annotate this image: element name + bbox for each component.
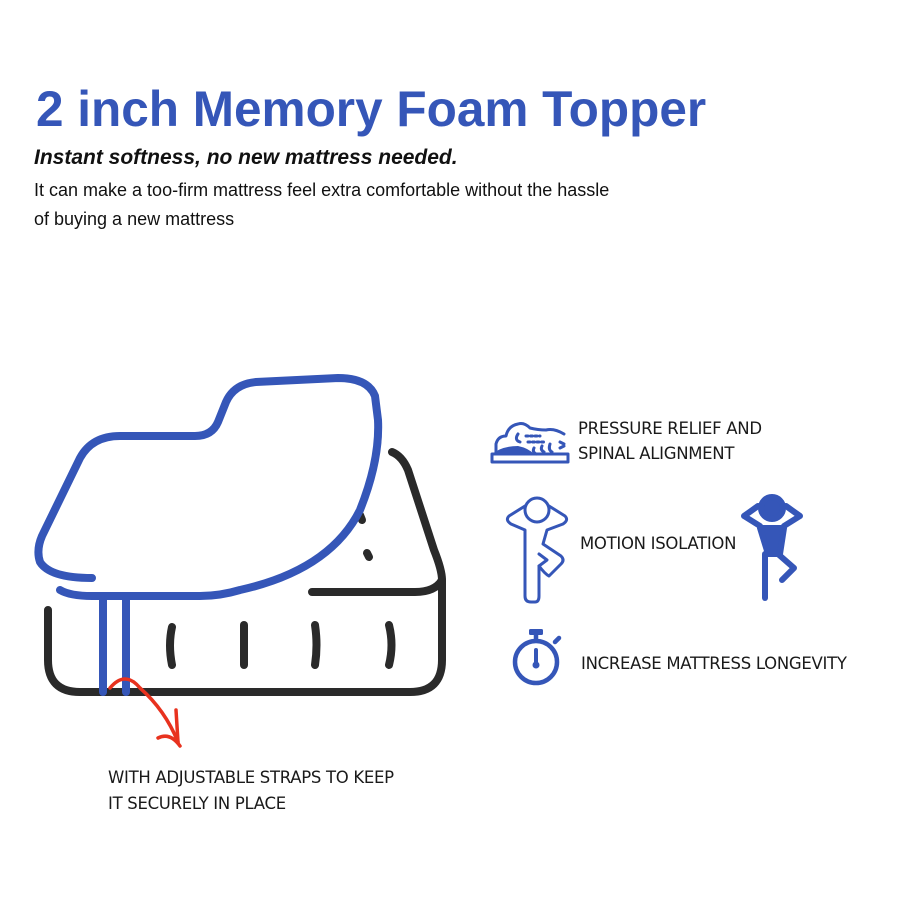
- straps-caption-line-1: WITH ADJUSTABLE STRAPS TO KEEP: [108, 768, 394, 787]
- description: It can make a too-firm mattress feel ext…: [34, 176, 734, 234]
- page-title: 2 inch Memory Foam Topper: [36, 81, 707, 137]
- feature-motion-isolation-line-1: MOTION ISOLATION: [580, 534, 737, 553]
- feature-longevity-line-1: INCREASE MATTRESS LONGEVITY: [581, 654, 847, 673]
- feature-longevity: INCREASE MATTRESS LONGEVITY: [581, 651, 847, 676]
- straps-caption: WITH ADJUSTABLE STRAPS TO KEEP IT SECURE…: [108, 765, 394, 817]
- stopwatch-icon: [512, 629, 562, 686]
- feature-pressure-relief-line-1: PRESSURE RELIEF AND: [578, 419, 762, 438]
- page-subtitle: Instant softness, no new mattress needed…: [34, 146, 458, 169]
- description-line-2: of buying a new mattress: [34, 209, 235, 229]
- description-line-1: It can make a too-firm mattress feel ext…: [34, 180, 610, 200]
- red-curved-arrow-icon: [108, 677, 182, 748]
- feature-pressure-relief-line-2: SPINAL ALIGNMENT: [578, 444, 735, 463]
- person-standing-icon: [505, 496, 569, 604]
- feature-motion-isolation: MOTION ISOLATION: [580, 531, 736, 556]
- straps-caption-line-2: IT SECURELY IN PLACE: [108, 794, 286, 813]
- feature-pressure-relief: PRESSURE RELIEF AND SPINAL ALIGNMENT: [578, 416, 762, 466]
- person-standing-filled-icon: [741, 494, 803, 601]
- spine-pressure-icon: [490, 422, 570, 464]
- mattress-with-topper-icon: [34, 374, 446, 748]
